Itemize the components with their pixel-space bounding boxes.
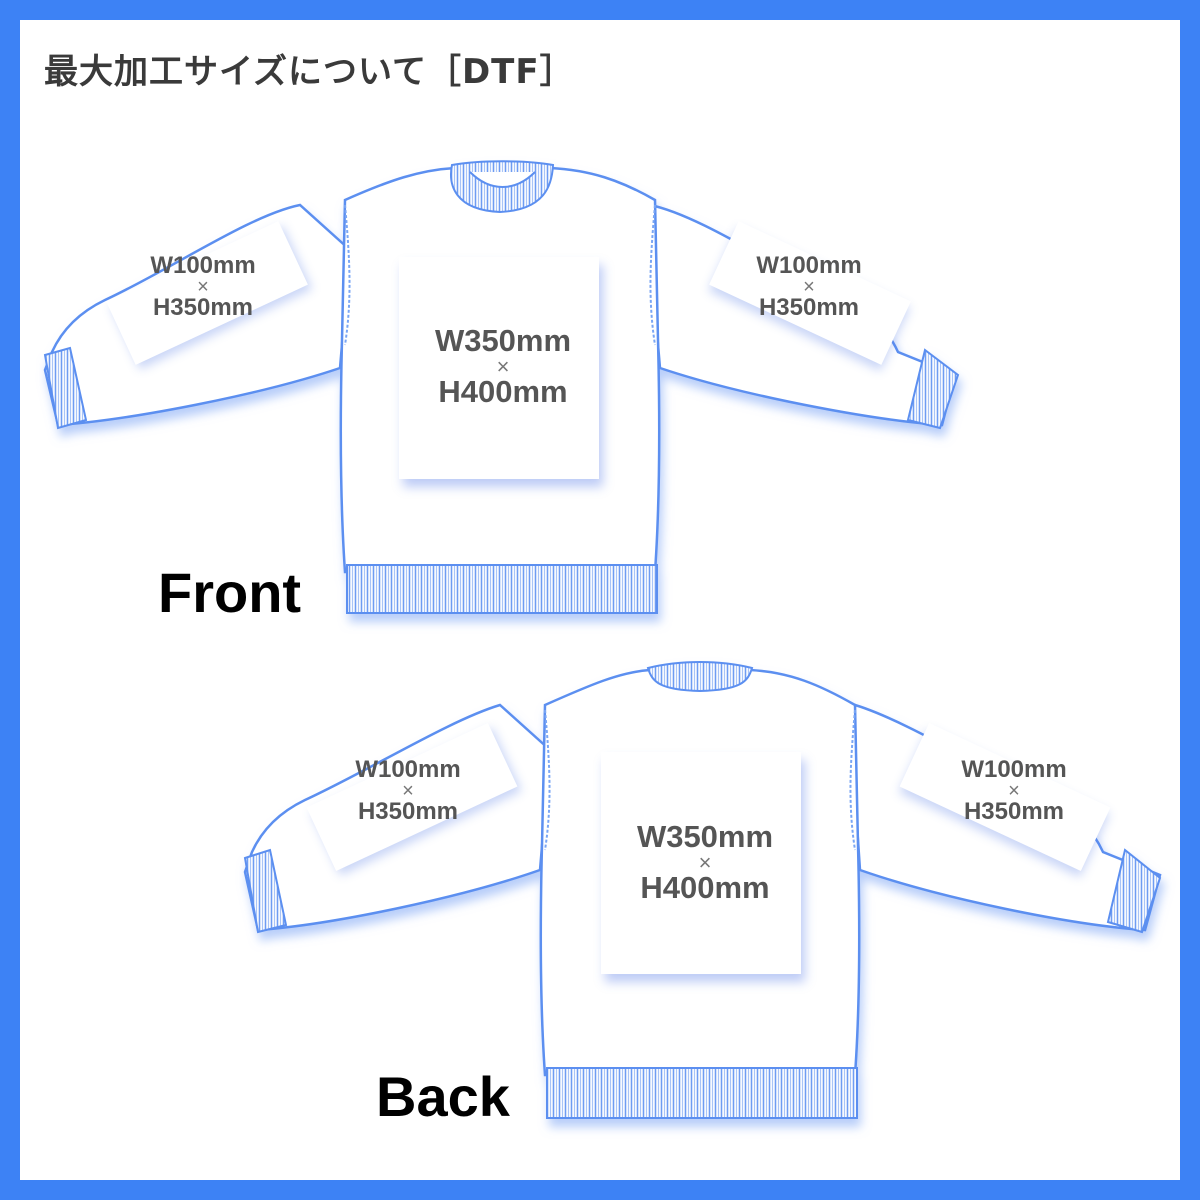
size-height: H350mm <box>357 798 459 825</box>
back-label: Back <box>376 1065 510 1128</box>
times-sign: × <box>402 780 414 802</box>
back-right-sleeve-size: W100mm × H350mm <box>934 758 1094 824</box>
front-right-sleeve-size: W100mm × H350mm <box>729 254 889 320</box>
size-width: W100mm <box>150 252 256 279</box>
size-width: W350mm <box>636 819 774 854</box>
back-hem <box>546 1067 858 1119</box>
back-body-size: W350mm × H400mm <box>605 821 805 903</box>
front-body-size: W350mm × H400mm <box>403 325 603 407</box>
size-height: H400mm <box>640 870 770 905</box>
times-sign: × <box>803 276 815 298</box>
times-sign: × <box>197 276 209 298</box>
size-width: W100mm <box>756 252 862 279</box>
back-left-sleeve-size: W100mm × H350mm <box>328 758 488 824</box>
front-right-cuff <box>906 348 960 430</box>
back-right-cuff <box>1106 848 1162 934</box>
size-height: H350mm <box>152 294 254 321</box>
size-width: W100mm <box>355 756 461 783</box>
times-sign: × <box>1008 780 1020 802</box>
front-body-print-area <box>399 257 599 479</box>
size-width: W350mm <box>434 323 572 358</box>
front-hem <box>346 564 658 614</box>
back-collar <box>646 661 754 693</box>
size-width: W100mm <box>961 756 1067 783</box>
back-body-print-area <box>601 752 801 974</box>
times-sign: × <box>698 850 712 875</box>
size-height: H350mm <box>963 798 1065 825</box>
front-left-sleeve-size: W100mm × H350mm <box>123 254 283 320</box>
size-height: H350mm <box>758 294 860 321</box>
size-height: H400mm <box>438 374 568 409</box>
front-label: Front <box>158 561 302 624</box>
page-title: 最大加工サイズについて［DTF］ <box>44 52 575 92</box>
front-left-cuff <box>43 346 88 430</box>
back-left-cuff <box>243 848 288 934</box>
times-sign: × <box>496 354 510 379</box>
